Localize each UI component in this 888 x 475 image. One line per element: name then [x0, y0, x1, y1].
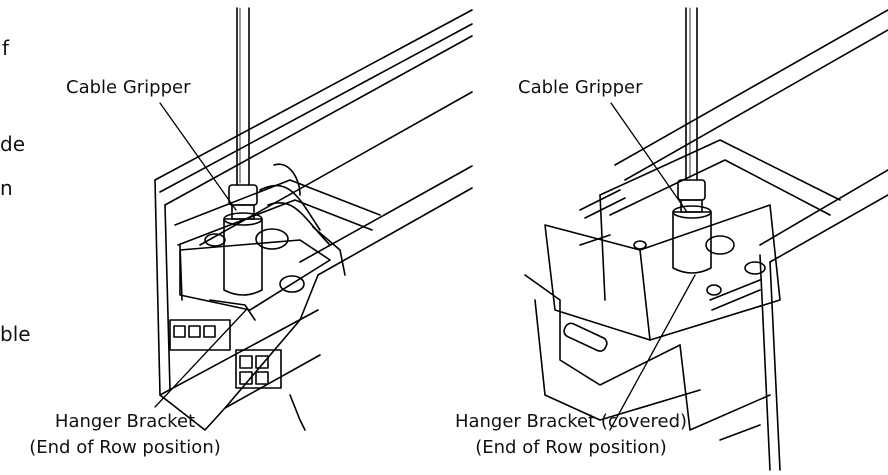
left-fragment-1: f — [2, 36, 10, 60]
bracket-leader-left — [154, 309, 247, 408]
hanger-bracket-label-right: Hanger Bracket (covered) (End of Row pos… — [440, 411, 702, 459]
cable-leader-right — [610, 102, 688, 213]
hanger-bracket-line1-left: Hanger Bracket — [54, 411, 196, 432]
left-fragment-4: ble — [0, 322, 31, 346]
cable-gripper-label-right: Cable Gripper — [516, 77, 645, 99]
hanger-bracket-line2-right: (End of Row position) — [475, 437, 667, 458]
hanger-bracket-line2-left: (End of Row position) — [29, 437, 221, 458]
left-fragment-3: n — [0, 176, 13, 200]
hanger-bracket-label-left: Hanger Bracket (End of Row position) — [18, 411, 232, 459]
bracket-leader-right — [609, 274, 696, 431]
cable-gripper-label-left: Cable Gripper — [64, 77, 193, 99]
cable-leader-left — [159, 102, 237, 211]
hanger-bracket-line1-right: Hanger Bracket (covered) — [454, 411, 688, 432]
right-assembly — [524, 7, 888, 471]
left-assembly — [154, 7, 473, 431]
left-fragment-2: de — [0, 132, 25, 156]
